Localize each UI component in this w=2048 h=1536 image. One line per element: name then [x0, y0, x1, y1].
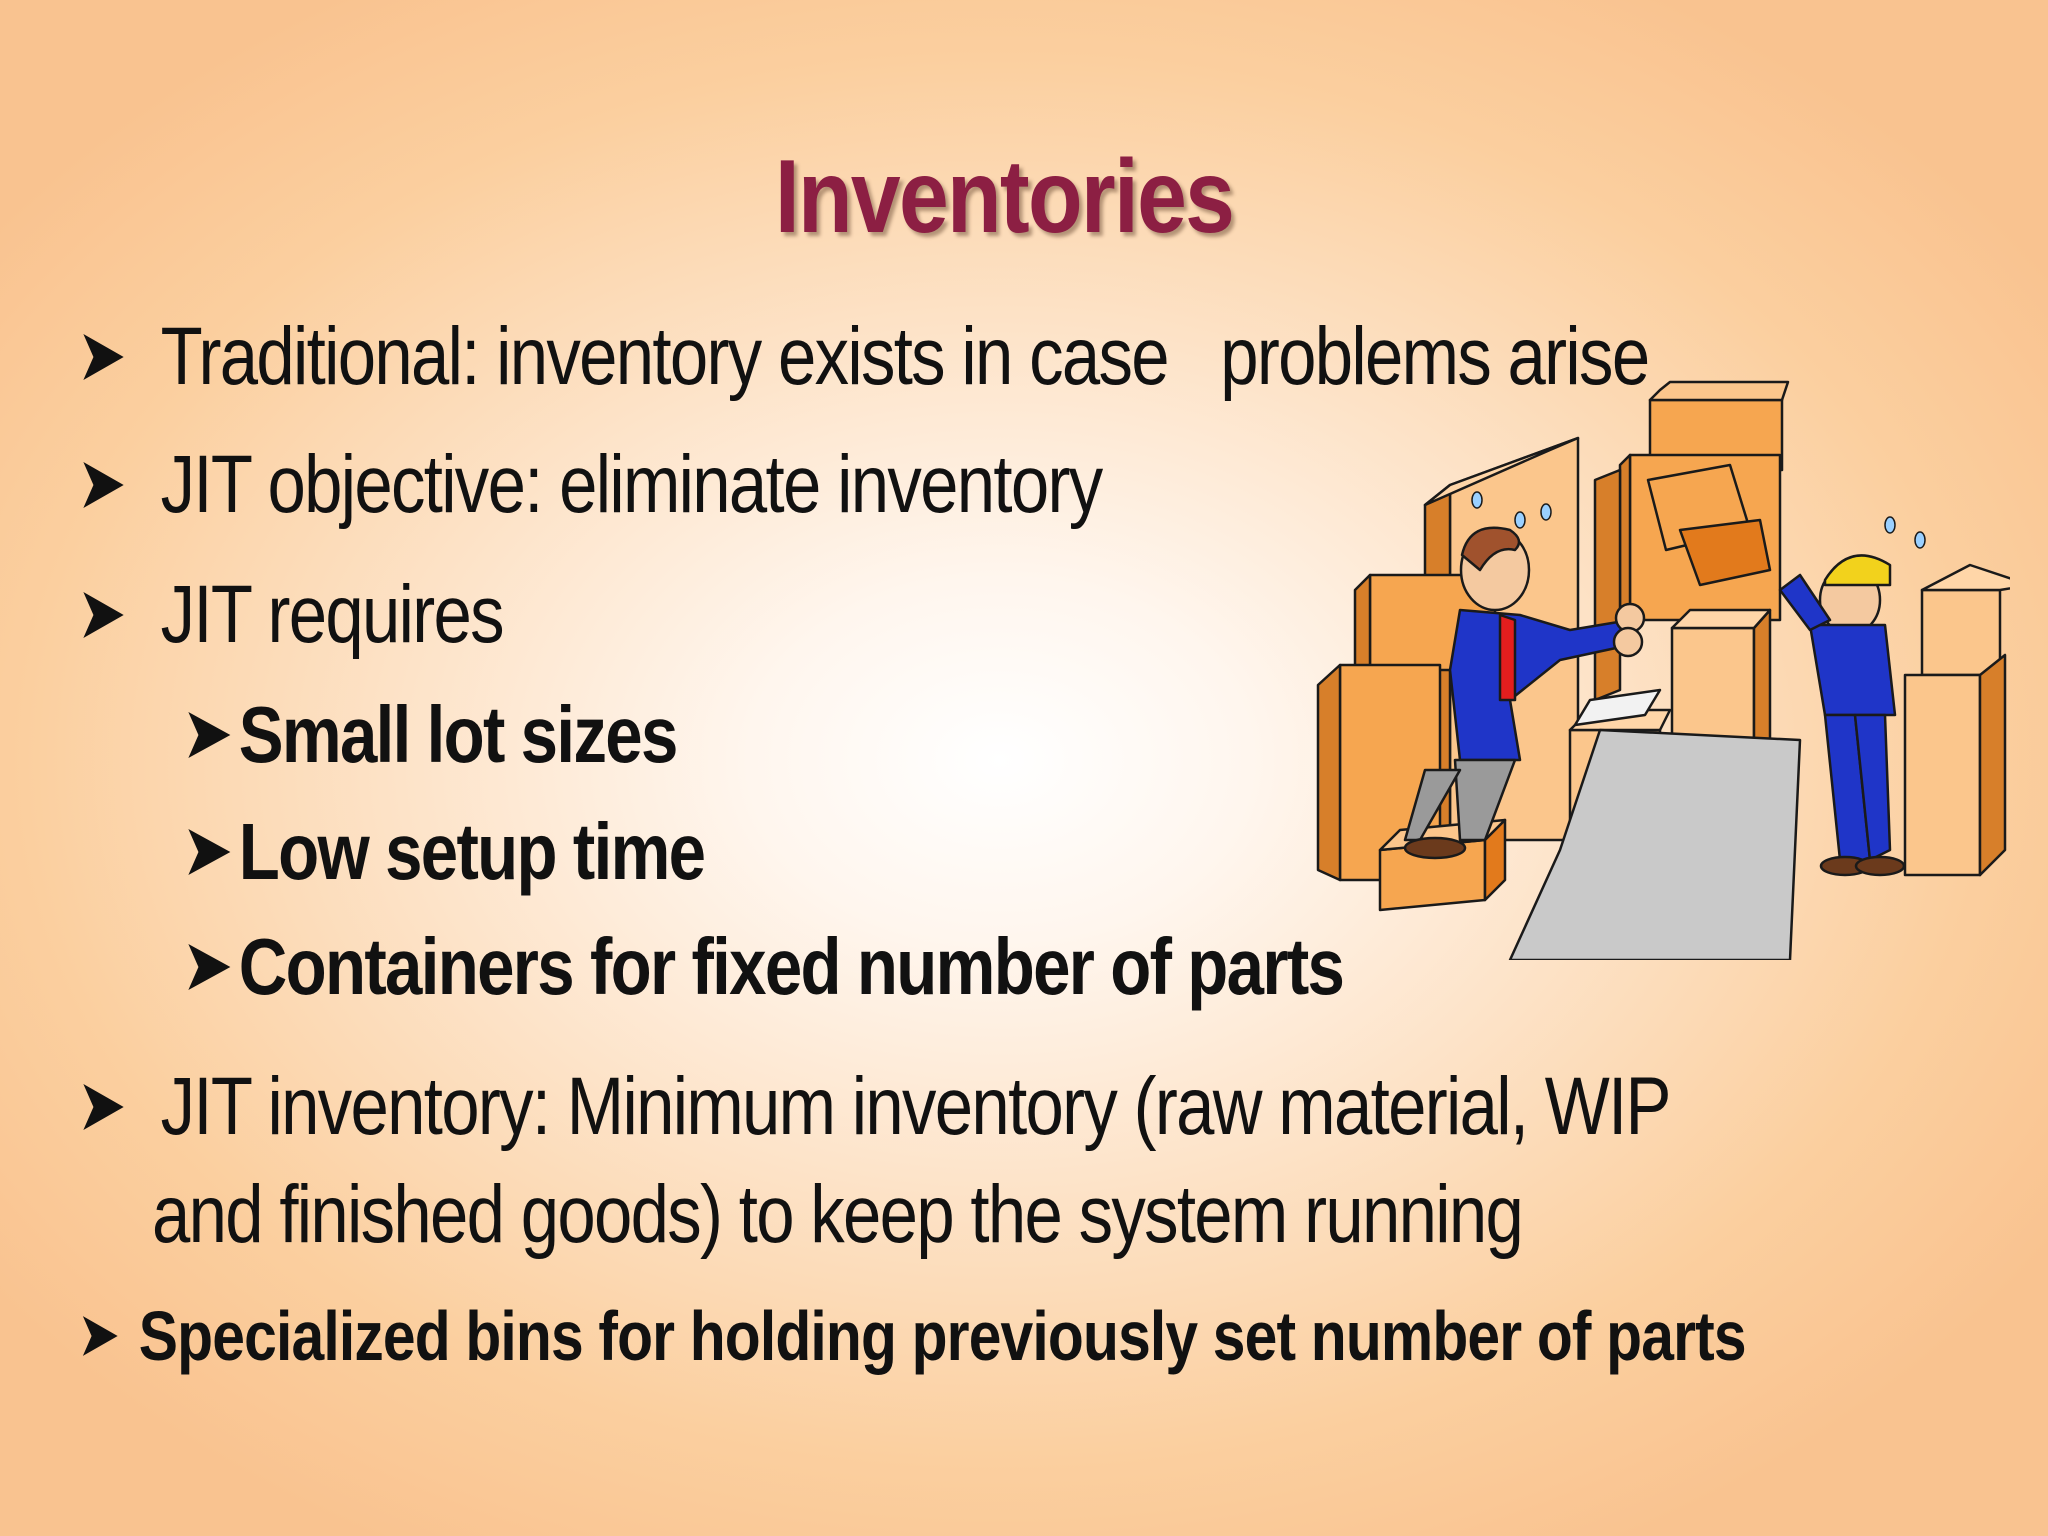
arrow-bullet-icon: [80, 1078, 129, 1136]
bullet-traditional: Traditional: inventory exists in case pr…: [80, 305, 1650, 404]
arrow-bullet-icon: [185, 938, 234, 996]
bullet-text: Containers for fixed number of parts: [238, 921, 1345, 1011]
arrow-bullet-icon: [80, 586, 129, 644]
bullet-specialized-bins: Specialized bins for holding previously …: [80, 1290, 1747, 1376]
sub-bullet-low-setup-time: Low setup time: [185, 800, 706, 898]
slide-title: Inventories: [774, 139, 1235, 255]
arrow-bullet-icon: [185, 823, 234, 881]
arrow-bullet-icon: [185, 706, 234, 764]
arrow-bullet-icon: [80, 456, 129, 514]
bullet-text: Low setup time: [238, 806, 706, 896]
bullet-text: and finished goods) to keep the system r…: [152, 1169, 1524, 1261]
sub-bullet-containers: Containers for fixed number of parts: [185, 915, 1345, 1013]
bullet-jit-inventory: JIT inventory: Minimum inventory (raw ma…: [80, 1055, 1672, 1154]
worker-in-hard-hat-icon: [1778, 554, 1906, 877]
bullet-text: Specialized bins for holding previously …: [138, 1296, 1747, 1375]
bullet-text: JIT inventory: Minimum inventory (raw ma…: [160, 1061, 1672, 1153]
bullet-text: Small lot sizes: [238, 689, 679, 779]
workers-with-falling-boxes-illustration: [1316, 380, 2010, 960]
bullet-text: Traditional: inventory exists in case pr…: [160, 311, 1650, 403]
bullet-text: JIT requires: [160, 569, 505, 661]
bullet-text: JIT objective: eliminate inventory: [160, 439, 1104, 531]
bullet-jit-inventory-continued: and finished goods) to keep the system r…: [152, 1163, 1524, 1262]
man-in-suit-icon: [1403, 526, 1646, 860]
arrow-bullet-icon: [80, 1311, 122, 1361]
arrow-bullet-icon: [80, 328, 129, 386]
bullet-jit-requires: JIT requires: [80, 563, 505, 662]
sub-bullet-small-lot-sizes: Small lot sizes: [185, 683, 679, 781]
bullet-jit-objective: JIT objective: eliminate inventory: [80, 433, 1104, 532]
